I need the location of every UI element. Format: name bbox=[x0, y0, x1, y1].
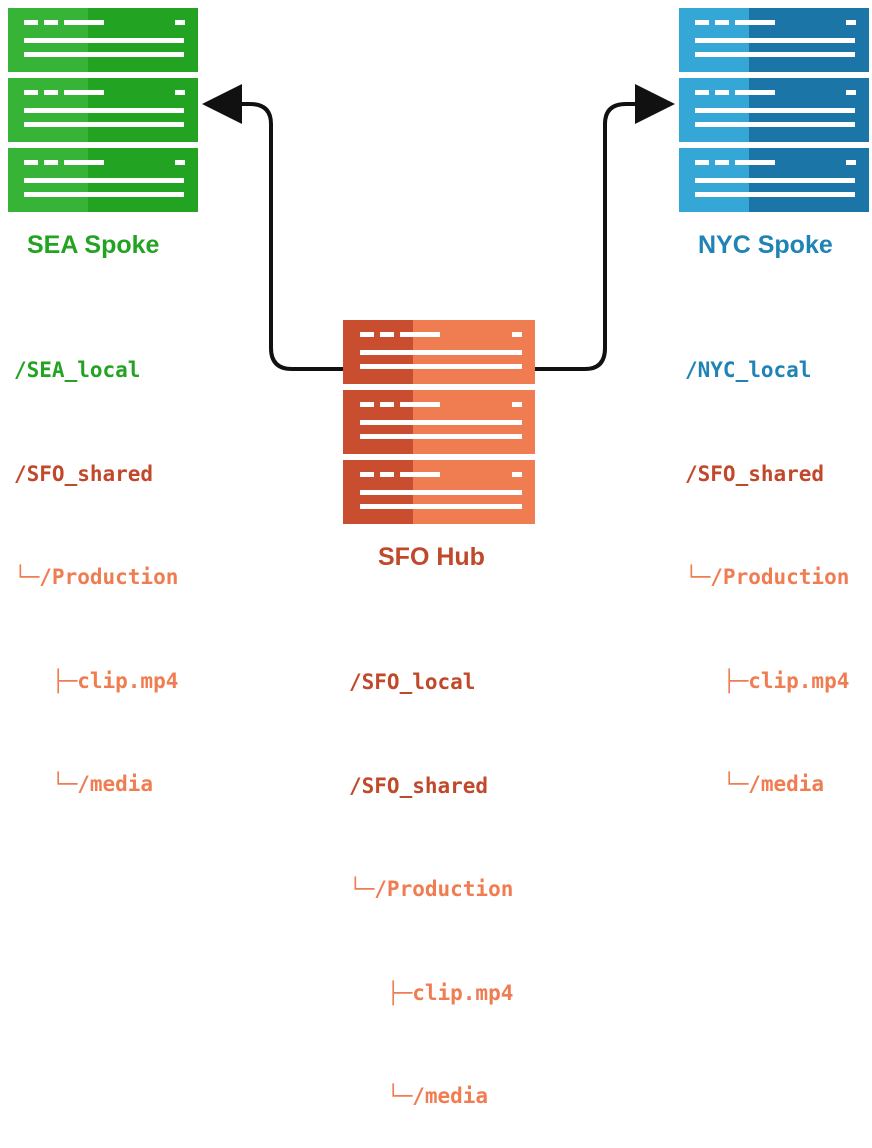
tree-item-clip: ├─clip.mp4 bbox=[14, 668, 179, 693]
nyc-server-icon bbox=[679, 8, 869, 212]
tree-item-media: └─/media bbox=[14, 772, 154, 796]
tree-item-production: └─/Production bbox=[349, 877, 514, 901]
tree-item-local: /SFO_local bbox=[349, 670, 476, 694]
tree-item-production: └─/Production bbox=[14, 565, 179, 589]
arrow-hub-to-sea bbox=[202, 84, 343, 371]
nyc-spoke-title: NYC Spoke bbox=[698, 231, 833, 259]
sea-spoke-title: SEA Spoke bbox=[27, 231, 160, 259]
tree-item-clip: ├─clip.mp4 bbox=[685, 668, 850, 693]
sea-directory-tree: /SEA_local /SFO_shared └─/Production ├─c… bbox=[14, 284, 178, 836]
sfo-directory-tree: /SFO_local /SFO_shared └─/Production ├─c… bbox=[349, 596, 513, 1148]
tree-item-shared: /SFO_shared bbox=[14, 461, 154, 486]
tree-item-local: /NYC_local bbox=[685, 358, 812, 382]
tree-item-shared: /SFO_shared bbox=[685, 461, 825, 486]
tree-item-media: └─/media bbox=[349, 1084, 489, 1108]
sfo-hub-server-icon bbox=[343, 320, 535, 524]
replication-diagram bbox=[8, 8, 869, 524]
sea-server-icon bbox=[8, 8, 198, 212]
nyc-directory-tree: /NYC_local /SFO_shared └─/Production ├─c… bbox=[685, 284, 849, 836]
sfo-hub-title: SFO Hub bbox=[378, 543, 485, 571]
arrow-hub-to-nyc bbox=[535, 84, 675, 371]
tree-item-local: /SEA_local bbox=[14, 358, 141, 382]
tree-item-shared: /SFO_shared bbox=[349, 773, 489, 798]
tree-item-media: └─/media bbox=[685, 772, 825, 796]
tree-item-production: └─/Production bbox=[685, 565, 850, 589]
tree-item-clip: ├─clip.mp4 bbox=[349, 980, 514, 1005]
